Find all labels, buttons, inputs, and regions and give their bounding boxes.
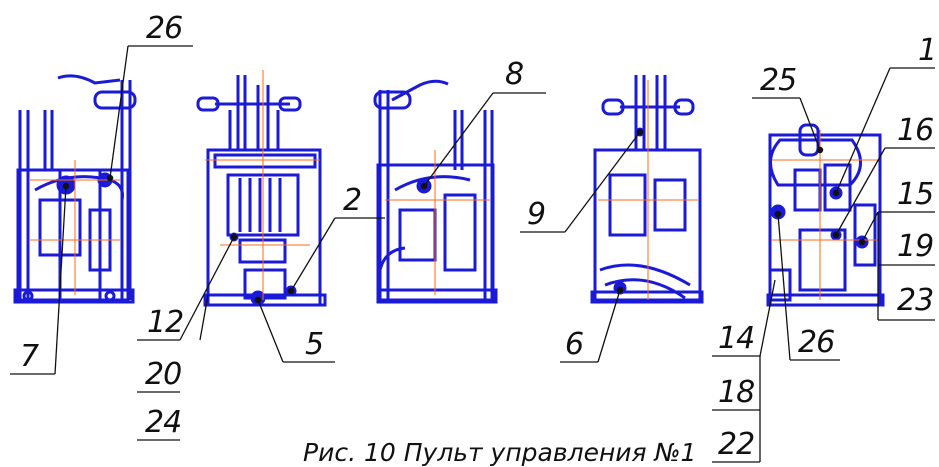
callout-19: 19 bbox=[897, 229, 934, 264]
callout-14: 14 bbox=[718, 321, 755, 356]
callout-1: 1 bbox=[918, 33, 937, 68]
callout-20: 20 bbox=[145, 357, 182, 392]
callout-26-bottom: 26 bbox=[798, 325, 835, 360]
callout-5: 5 bbox=[305, 327, 324, 362]
callout-24: 24 bbox=[145, 405, 182, 440]
callout-8: 8 bbox=[505, 57, 524, 92]
callout-15: 15 bbox=[897, 177, 934, 212]
view-5-top bbox=[766, 123, 885, 307]
callout-6: 6 bbox=[565, 327, 584, 362]
callout-26-top: 26 bbox=[146, 11, 183, 46]
callout-2: 2 bbox=[343, 183, 362, 218]
callout-25: 25 bbox=[760, 63, 797, 98]
callout-7: 7 bbox=[20, 339, 39, 374]
view-3-side-left bbox=[373, 79, 498, 304]
leader-lines bbox=[10, 45, 935, 463]
callout-22: 22 bbox=[718, 427, 755, 462]
view-2-front bbox=[196, 75, 327, 307]
callout-12: 12 bbox=[147, 305, 184, 340]
callout-23: 23 bbox=[897, 283, 934, 318]
figure-caption: Рис. 10 Пульт управления №1 bbox=[303, 438, 697, 467]
view-4-rear bbox=[590, 75, 704, 304]
callout-18: 18 bbox=[718, 375, 755, 410]
callout-16: 16 bbox=[897, 113, 934, 148]
callout-9: 9 bbox=[527, 197, 546, 232]
